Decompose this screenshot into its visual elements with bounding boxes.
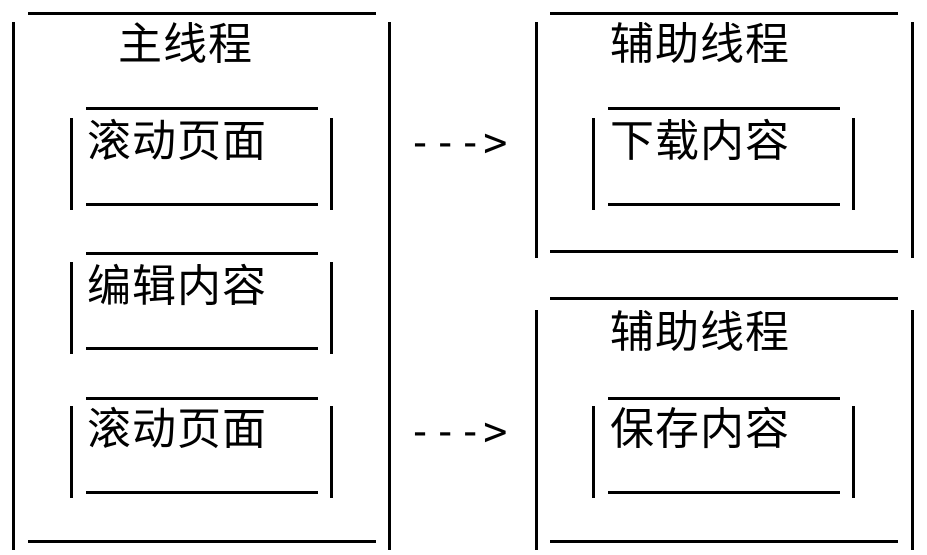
helper-thread-bottom-border xyxy=(550,250,898,253)
main-thread-left-border xyxy=(12,22,15,550)
main-thread-top-border xyxy=(28,12,376,15)
task-right-border xyxy=(852,406,855,498)
task-top-border xyxy=(608,397,840,400)
task-top-border xyxy=(86,107,318,110)
task-top-border xyxy=(86,252,318,255)
task-right-border xyxy=(330,118,333,210)
task-right-border xyxy=(330,262,333,354)
arrow-to-save-thread: ---> xyxy=(408,409,509,455)
task-left-border xyxy=(70,118,73,210)
task-left-border xyxy=(70,262,73,354)
helper-thread-left-border xyxy=(535,310,538,550)
helper-thread-top-border xyxy=(550,12,898,15)
task-label: 滚动页面 xyxy=(87,404,267,455)
task-bottom-border xyxy=(86,203,318,206)
helper-thread-bottom-border xyxy=(550,540,898,543)
task-bottom-border xyxy=(608,203,840,206)
task-bottom-border xyxy=(608,491,840,494)
task-bottom-border xyxy=(86,347,318,350)
task-left-border xyxy=(592,118,595,210)
task-left-border xyxy=(592,406,595,498)
task-top-border xyxy=(608,107,840,110)
arrow-to-download-thread: ---> xyxy=(408,120,509,166)
main-thread-bottom-border xyxy=(28,540,376,543)
helper-thread-top-border xyxy=(550,297,898,300)
helper-thread-right-border xyxy=(911,310,914,550)
task-left-border xyxy=(70,406,73,498)
helper-thread-right-border xyxy=(911,22,914,258)
task-label: 保存内容 xyxy=(610,404,790,455)
helper-thread-title: 辅助线程 xyxy=(610,19,790,70)
task-right-border xyxy=(330,406,333,498)
task-label: 下载内容 xyxy=(610,116,790,167)
task-label: 滚动页面 xyxy=(87,116,267,167)
task-label: 编辑内容 xyxy=(87,261,267,312)
helper-thread-left-border xyxy=(535,22,538,258)
task-right-border xyxy=(852,118,855,210)
main-thread-title: 主线程 xyxy=(118,19,253,70)
task-top-border xyxy=(86,397,318,400)
helper-thread-title: 辅助线程 xyxy=(610,307,790,358)
task-bottom-border xyxy=(86,491,318,494)
main-thread-right-border xyxy=(388,22,391,550)
